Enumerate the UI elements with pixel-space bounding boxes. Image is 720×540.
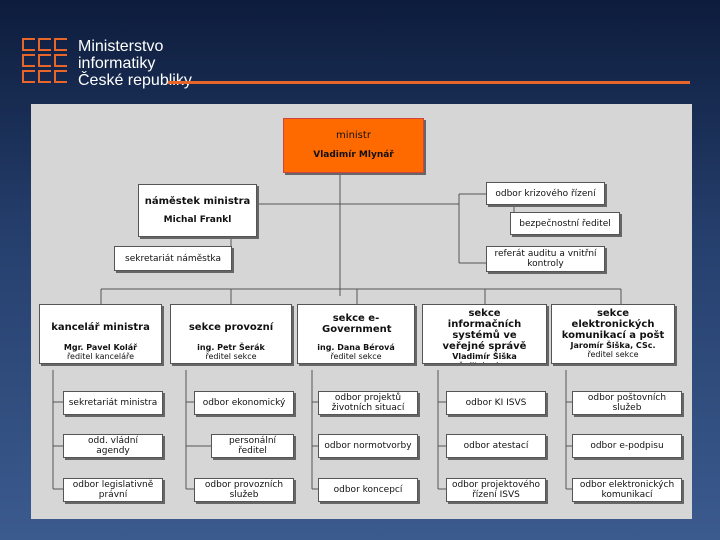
unit-label: odbor normotvorby	[324, 441, 412, 451]
unit-label: odbor KI ISVS	[465, 398, 527, 408]
column-head-title: sekce elektronických komunikací a pošt	[561, 308, 665, 341]
unit-label: odbor koncepcí	[333, 485, 403, 495]
column-head-name: ing. Dana Bérová	[317, 343, 395, 352]
column-head-communications: sekce elektronických komunikací a pošt J…	[551, 304, 675, 364]
header-divider	[168, 81, 690, 84]
deputy-box: náměstek ministra Michal Frankl	[138, 184, 257, 237]
unit-box: odbor ekonomický	[194, 391, 294, 415]
unit-box: odbor normotvorby	[318, 434, 418, 458]
logo-line-3: České republiky	[78, 72, 192, 89]
unit-label: odbor atestací	[463, 441, 529, 451]
logo-mark-icon	[54, 70, 67, 83]
column-head-name: Mgr. Pavel Kolář	[63, 343, 138, 352]
unit-label: personální ředitel	[228, 436, 277, 456]
minister-box: ministr Vladimír Mlynář	[283, 118, 424, 173]
unit-box: odbor KI ISVS	[446, 391, 546, 415]
unit-label: odbor ekonomický	[202, 398, 286, 408]
column-head-isvs: sekce informačních systémů ve veřejné sp…	[422, 304, 547, 364]
logo-line-1: Ministerstvo	[78, 38, 164, 55]
column-head-role: ředitel sekce	[205, 352, 257, 361]
unit-box: personální ředitel	[211, 434, 294, 458]
logo-mark-icon	[38, 70, 51, 83]
unit-box: odbor legislativně právní	[63, 478, 163, 502]
unit-box: odbor poštovních služeb	[572, 391, 682, 415]
logo-mark-icon	[22, 38, 35, 51]
deputy-secretariat-box: sekretariát náměstka	[114, 246, 232, 271]
audit-box: referát auditu a vnitřní kontroly	[486, 246, 605, 272]
logo-mark-icon	[38, 54, 51, 67]
column-head-title: sekce e-Government	[322, 313, 392, 335]
crisis-management-label: odbor krizového řízení	[495, 189, 596, 199]
logo-mark-icon	[22, 54, 35, 67]
deputy-name: Michal Frankl	[163, 215, 232, 225]
logo-line-2: informatiky	[78, 55, 156, 72]
unit-label: odbor projektového řízení ISVS	[451, 480, 541, 500]
unit-label: odbor e-podpisu	[590, 441, 664, 451]
minister-title: ministr	[336, 130, 371, 141]
column-head-title: kancelář ministra	[51, 322, 150, 333]
unit-label: sekretariát ministra	[68, 398, 158, 408]
unit-box: odbor elektronických komunikací	[572, 478, 682, 502]
unit-label: odbor projektů životních situací	[331, 393, 405, 413]
column-head-title: sekce provozní	[188, 322, 274, 333]
unit-label: odbor poštovních služeb	[587, 393, 667, 413]
column-head-role: ředitel sekce	[587, 350, 639, 359]
unit-box: sekretariát ministra	[63, 391, 163, 415]
column-head-cabinet: kancelář ministra Mgr. Pavel Kolář ředit…	[39, 304, 162, 364]
column-head-role: ředitel sekce	[423, 361, 546, 363]
unit-label: odbor elektronických komunikací	[579, 480, 675, 500]
unit-box: odd. vládní agendy	[63, 434, 163, 458]
unit-label: odbor provozních služeb	[204, 480, 284, 500]
crisis-management-box: odbor krizového řízení	[486, 182, 605, 205]
logo-mark-icon	[22, 70, 35, 83]
column-head-role: ředitel kanceláře	[66, 352, 135, 361]
column-head-egovernment: sekce e-Government ing. Dana Bérová ředi…	[297, 304, 415, 364]
unit-box: odbor koncepcí	[318, 478, 418, 502]
logo-mark-icon	[38, 38, 51, 51]
deputy-secretariat-label: sekretariát náměstka	[125, 254, 221, 264]
column-head-title: sekce informačních systémů ve veřejné sp…	[442, 308, 527, 352]
unit-label: odbor legislativně právní	[72, 480, 154, 500]
security-director-box: bezpečnostní ředitel	[510, 212, 620, 235]
deputy-title: náměstek ministra	[144, 196, 251, 207]
logo-mark-icon	[54, 54, 67, 67]
minister-name: Vladimír Mlynář	[313, 150, 394, 160]
unit-box: odbor projektů životních situací	[318, 391, 418, 415]
column-head-operations: sekce provozní ing. Petr Šerák ředitel s…	[170, 304, 292, 364]
column-head-name: Vladimír Šiška	[452, 352, 517, 361]
unit-box: odbor projektového řízení ISVS	[446, 478, 546, 502]
logo-mark-icon	[54, 38, 67, 51]
unit-box: odbor e-podpisu	[572, 434, 682, 458]
unit-box: odbor atestací	[446, 434, 546, 458]
connector-lines	[52, 173, 622, 490]
security-director-label: bezpečnostní ředitel	[519, 219, 611, 229]
column-head-role: ředitel sekce	[330, 352, 382, 361]
unit-box: odbor provozních služeb	[194, 478, 294, 502]
column-head-name: ing. Petr Šerák	[197, 343, 265, 352]
audit-label: referát auditu a vnitřní kontroly	[494, 249, 597, 269]
unit-label: odd. vládní agendy	[88, 436, 138, 456]
column-head-name: Jaromír Šiška, CSc.	[570, 341, 656, 350]
org-chart: ministr Vladimír Mlynář náměstek ministr…	[31, 104, 692, 519]
